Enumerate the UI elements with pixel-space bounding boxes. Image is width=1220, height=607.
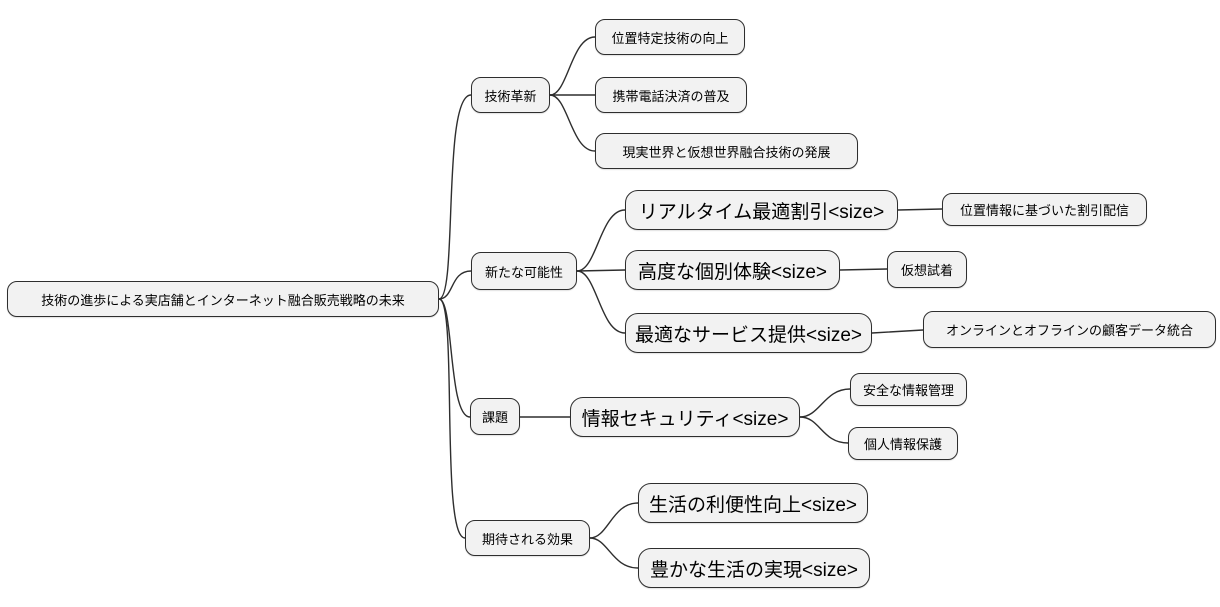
connector-possibility-realtime-discount <box>576 209 626 272</box>
connector-root-challenges <box>438 298 471 418</box>
connector-root-tech-innovation <box>438 94 472 300</box>
connector-possibility-optimal-service <box>576 270 626 334</box>
connector-security-safe-management <box>799 388 851 418</box>
node-secure-info-management: 安全な情報管理 <box>850 373 967 406</box>
node-virtual-fitting: 仮想試着 <box>887 251 967 288</box>
connector-root-new-possibilities <box>438 270 472 300</box>
node-tech-innovation: 技術革新 <box>471 77 550 113</box>
node-challenges: 課題 <box>470 398 520 435</box>
node-real-virtual-fusion-tech: 現実世界と仮想世界融合技術の発展 <box>595 133 858 169</box>
node-location-tech-improvement: 位置特定技術の向上 <box>595 19 745 55</box>
connector-effects-rich-life <box>589 537 639 569</box>
node-personal-info-protection: 個人情報保護 <box>848 427 958 460</box>
node-realtime-optimal-discount: リアルタイム最適割引<size> <box>625 190 898 230</box>
node-life-convenience-improvement: 生活の利便性向上<size> <box>638 483 868 523</box>
connector-effects-convenience <box>589 502 639 539</box>
connector-tech-real-virtual <box>549 94 596 152</box>
connector-tech-location <box>549 36 596 96</box>
node-new-possibilities: 新たな可能性 <box>471 252 577 290</box>
connector-discount-location-delivery <box>897 208 943 211</box>
node-rich-life-realization: 豊かな生活の実現<size> <box>638 548 870 588</box>
connector-experience-virtual-fitting <box>839 268 888 271</box>
node-expected-effects: 期待される効果 <box>465 520 590 556</box>
connector-root-expected-effects <box>438 298 466 539</box>
node-online-offline-customer-data-integration: オンラインとオフラインの顧客データ統合 <box>923 311 1216 348</box>
connector-possibility-personal-experience <box>576 269 626 272</box>
connector-security-privacy <box>799 416 849 444</box>
node-advanced-personal-experience: 高度な個別体験<size> <box>625 250 840 290</box>
connector-service-data-integration <box>871 329 924 334</box>
node-location-based-discount-delivery: 位置情報に基づいた割引配信 <box>942 193 1147 226</box>
node-mobile-payment-spread: 携帯電話決済の普及 <box>595 77 747 113</box>
node-optimal-service-provision: 最適なサービス提供<size> <box>625 313 872 353</box>
node-info-security: 情報セキュリティ<size> <box>570 397 800 437</box>
node-root: 技術の進歩による実店舗とインターネット融合販売戦略の未来 <box>7 281 439 317</box>
